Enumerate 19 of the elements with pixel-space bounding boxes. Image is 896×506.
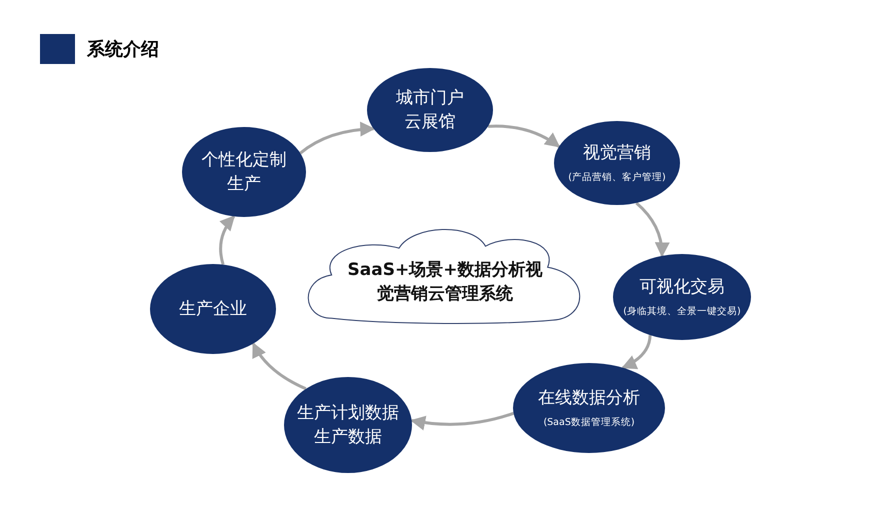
arrow (219, 215, 236, 265)
node-subtitle: (身临其境、全景一键交易) (623, 305, 741, 319)
node-title: 可视化交易 (640, 276, 724, 299)
arrow (252, 342, 307, 390)
node-title: 视觉营销 (583, 142, 651, 165)
slide-title: 系统介绍 (87, 38, 159, 62)
node-title: 生产企业 (179, 298, 247, 321)
arrow (410, 412, 514, 430)
arrow (635, 202, 670, 258)
node-title: 在线数据分析 (538, 387, 640, 410)
cloud-text: SaaS+场景+数据分析视觉营销云管理系统 (346, 259, 544, 306)
node-title: 城市门户云展馆 (395, 87, 465, 134)
arrow (621, 335, 652, 370)
node-title: 个性化定制生产 (200, 149, 288, 196)
node-title: 生产计划数据生产数据 (296, 402, 400, 449)
arrow (299, 122, 376, 154)
node-subtitle: (产品营销、客户管理) (568, 171, 666, 185)
node-subtitle: (SaaS数据管理系统) (543, 416, 635, 430)
arrow (488, 124, 560, 148)
